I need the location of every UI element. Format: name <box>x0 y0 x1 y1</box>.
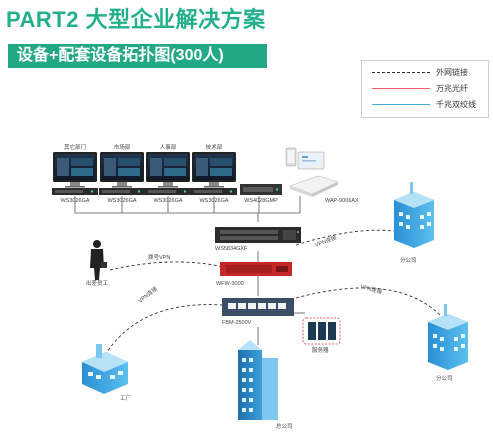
servers-group <box>302 317 341 345</box>
workstation-monitor-icon <box>146 152 190 188</box>
department-workstations <box>53 152 236 188</box>
branch-right-label: 分公司 <box>436 374 453 382</box>
traveler-vpn-line <box>109 261 229 271</box>
headquarters-building-icon <box>238 340 278 420</box>
switch-label: WS3026GA <box>107 198 136 204</box>
business-traveler-icon <box>90 240 107 280</box>
switch-icon <box>191 188 237 195</box>
legend-item-external: 外网链接 <box>372 66 484 80</box>
workstation-monitor-icon <box>100 152 144 188</box>
branch-right-vpn-line <box>295 287 446 321</box>
department-label: 市场部 <box>114 143 131 151</box>
legend-label: 万兆光纤 <box>436 84 468 93</box>
page-subtitle: 设备+配套设备拓扑图(300人) <box>8 44 267 68</box>
wireless-ap-icon <box>289 175 339 197</box>
factory-building-icon <box>82 344 128 394</box>
legend-dashed-line-icon <box>372 72 430 73</box>
factory-link-label: VPN连接 <box>136 284 159 304</box>
switch-icon <box>145 188 191 195</box>
traveler-link-label: 拨号VPN <box>148 253 170 261</box>
switch-label: WS3026GA <box>153 198 182 204</box>
mobile-devices-icon <box>285 147 325 170</box>
page-title: PART2 大型企业解决方案 <box>6 7 266 32</box>
server-icon <box>318 322 326 340</box>
factory-vpn-line <box>104 304 223 356</box>
legend-label: 外网链接 <box>436 68 468 77</box>
department-label: 其它部门 <box>64 143 86 151</box>
branch-top-label: 分公司 <box>400 256 417 264</box>
workstation-monitor-icon <box>192 152 236 188</box>
factory-label: 工厂 <box>120 395 132 402</box>
legend-red-line-icon <box>372 88 430 89</box>
firewall-icon <box>220 262 292 276</box>
legend-item-fiber: 万兆光纤 <box>372 82 484 96</box>
department-label: 技术部 <box>206 143 223 151</box>
access-links <box>74 196 301 222</box>
branch-right-link-label: VPN连接 <box>359 282 383 296</box>
legend: 外网链接 万兆光纤 千兆双绞线 <box>361 60 489 118</box>
branch-office-top-building-icon <box>394 182 434 248</box>
branch-office-right-building-icon <box>428 304 468 370</box>
server-icon <box>328 322 336 340</box>
server-icon <box>308 322 316 340</box>
legend-blue-line-icon <box>372 104 430 105</box>
switch-label: WS4028GMP <box>244 198 278 204</box>
switch-icon <box>52 188 98 195</box>
branch-top-vpn-line <box>295 229 401 246</box>
poe-switch-icon <box>240 184 282 195</box>
servers-label: 服务器 <box>312 346 329 354</box>
branch-top-link-label: VPN连接 <box>314 233 338 249</box>
switch-label: WS3026GA <box>199 198 228 204</box>
core-switch-icon <box>215 227 301 243</box>
gateway-label: FBM-2500V <box>222 320 252 326</box>
firewall-label: WFW-3000 <box>216 281 244 287</box>
access-switches <box>52 184 282 195</box>
traveler-label: 出差员工 <box>86 279 109 287</box>
legend-item-copper: 千兆双绞线 <box>372 98 484 112</box>
hq-label: 总公司 <box>276 422 293 430</box>
switch-label: WS3026GA <box>60 198 89 204</box>
vpn-links <box>104 229 446 356</box>
gateway-router-icon <box>222 298 294 316</box>
legend-label: 千兆双绞线 <box>436 100 476 109</box>
core-switch-label: WS5834GXF <box>215 246 248 252</box>
switch-icon <box>99 188 145 195</box>
workstation-monitor-icon <box>53 152 97 188</box>
ap-label: WAP-9006AX <box>325 198 359 204</box>
department-label: 人事部 <box>160 143 177 151</box>
